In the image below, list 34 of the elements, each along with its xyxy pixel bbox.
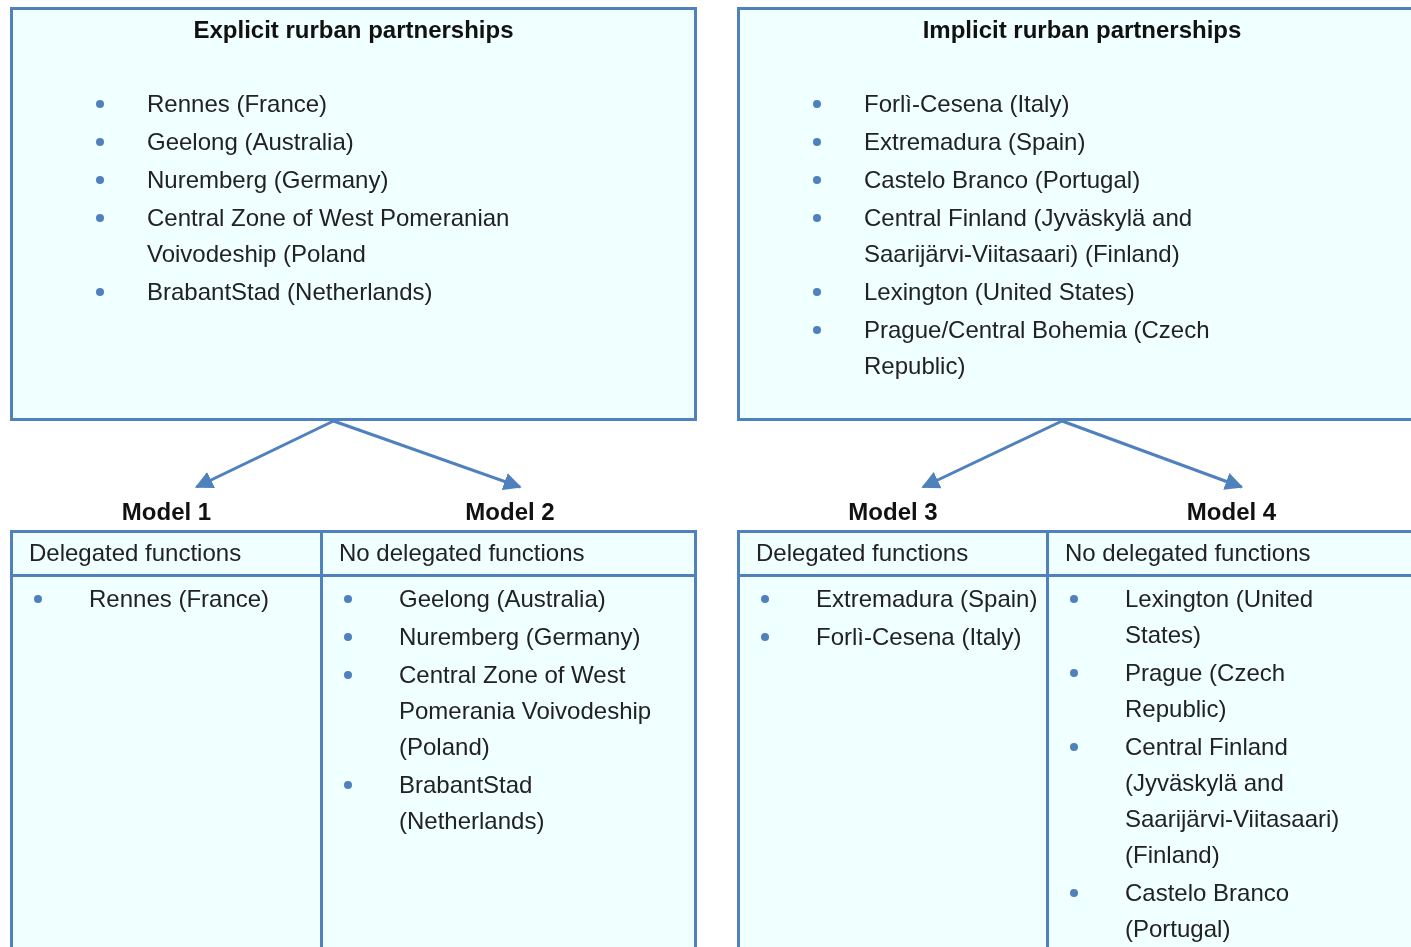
model-heading: Model 1 (121, 497, 212, 527)
column-header: Delegated functions (28, 538, 243, 568)
list-item: Prague/Central Bohemia (Czech Republic) (810, 312, 1260, 384)
list-item: Lexington (United States) (810, 274, 1260, 310)
list-item: Geelong (Australia) (93, 124, 563, 160)
list-item: Central Finland (Jyväskylä and Saarijärvi-Viitasaari) (Finland) (810, 200, 1260, 272)
model-heading: Model 3 (848, 497, 938, 527)
group-box (737, 7, 1411, 421)
list-item: Central Finland (Jyväskylä and Saarijärvi-Viitasaari) (Finland) (1067, 729, 1387, 873)
list-item: BrabantStad (Netherlands) (341, 767, 681, 839)
list-item: Rennes (France) (31, 581, 311, 617)
list-item: Forlì-Cesena (Italy) (758, 619, 1043, 655)
list-item: Extremadura (Spain) (758, 581, 1043, 617)
list-item: BrabantStad (Netherlands) (93, 274, 563, 310)
box-title: Implicit rurban partnerships (921, 16, 1243, 44)
box-title: Explicit rurban partnerships (192, 16, 515, 44)
list-item: Forlì-Cesena (Italy) (810, 86, 1260, 122)
list-item: Prague (Czech Republic) (1067, 655, 1387, 727)
list-item: Central Zone of West Pomeranian Voivodeship (Poland (93, 200, 563, 272)
list-item: Lexington (United States) (1067, 581, 1387, 653)
list-item: Rennes (France) (93, 86, 563, 122)
list-item: Nuremberg (Germany) (93, 162, 563, 198)
column-header: No delegated functions (1064, 538, 1312, 568)
list-item: Geelong (Australia) (341, 581, 681, 617)
list-item: Castelo Branco (Portugal) (810, 162, 1260, 198)
column-header: No delegated functions (338, 538, 586, 568)
column-header: Delegated functions (755, 538, 970, 568)
list-item: Castelo Branco (Portugal) (1067, 875, 1387, 947)
list-item: Extremadura (Spain) (810, 124, 1260, 160)
model-heading: Model 2 (465, 497, 555, 527)
list-item: Nuremberg (Germany) (341, 619, 681, 655)
model-heading: Model 4 (1186, 497, 1277, 527)
group-box (10, 7, 697, 421)
list-item: Central Zone of West Pomerania Voivodeship (Poland) (341, 657, 681, 765)
